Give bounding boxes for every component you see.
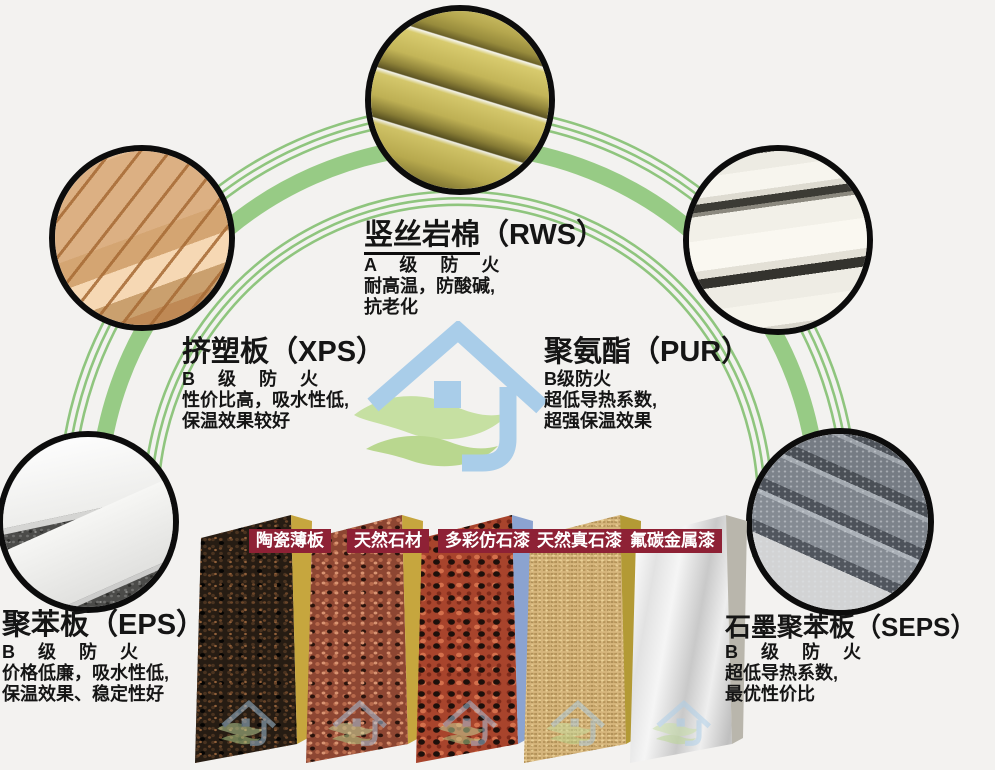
rock-wool-boards-image (371, 11, 549, 189)
panel-label-natural-stone: 天然石材 (347, 529, 429, 553)
material-fire-rating: A 级 防 火 (364, 254, 509, 275)
panel-insulation-edge (291, 515, 312, 744)
material-block-pur: 聚氨酯（PUR） B级防火 超低导热系数, 超强保温效果 (544, 336, 751, 432)
pur-board-photo-circle (683, 145, 873, 335)
eco-house-watermark-icon (436, 700, 498, 749)
material-fire-rating: B级防火 (544, 368, 611, 389)
rock-wool-photo-circle (365, 5, 555, 195)
material-block-seps: 石墨聚苯板（SEPS） B 级 防 火 超低导热系数, 最优性价比 (725, 613, 976, 705)
finish-panel-fluorocarbon-metal-paint (628, 508, 750, 770)
material-title-suffix: （SEPS） (855, 612, 977, 642)
material-title-main: 竖丝岩棉 (364, 219, 481, 255)
material-title-main: 聚苯板 (2, 609, 90, 641)
material-title-main: 聚氨酯 (544, 336, 632, 368)
panel-label-multicolor-stone-paint: 多彩仿石漆 (438, 529, 537, 553)
finish-panel-multicolor-stone-paint (414, 508, 536, 770)
material-title: 挤塑板（XPS） (182, 336, 386, 369)
panel-face-texture (524, 515, 626, 763)
panel-insulation-edge (726, 515, 747, 744)
panel-label-ceramic-board: 陶瓷薄板 (249, 529, 331, 553)
finish-panel-natural-stone (304, 508, 426, 770)
xps-board-image (55, 151, 229, 325)
material-fire-rating: B 级 防 火 (2, 641, 148, 662)
material-fire-rating: B 级 防 火 (182, 368, 328, 389)
material-feature-line: 耐高温，防酸碱, (364, 275, 496, 296)
material-feature-line: 抗老化 (364, 296, 418, 317)
material-title-suffix: （XPS） (269, 336, 386, 368)
material-title: 聚苯板（EPS） (2, 609, 206, 642)
material-feature-line: 保温效果较好 (182, 410, 290, 431)
panel-face-texture (306, 515, 408, 763)
material-feature-line: 超强保温效果 (544, 410, 652, 431)
panel-face-texture (630, 515, 732, 763)
panel-insulation-edge (402, 515, 423, 744)
material-block-rws: 竖丝岩棉（RWS） A 级 防 火 耐高温，防酸碱, 抗老化 (364, 219, 606, 318)
seps-boards-image (752, 434, 928, 610)
material-title: 聚氨酯（PUR） (544, 336, 751, 369)
material-title-suffix: （RWS） (480, 219, 606, 251)
material-title-suffix: （EPS） (89, 609, 206, 641)
material-title-main: 石墨聚苯板 (725, 612, 856, 642)
material-block-xps: 挤塑板（XPS） B 级 防 火 性价比高，吸水性低, 保温效果较好 (182, 336, 386, 432)
panel-face-texture (195, 515, 297, 763)
material-block-eps: 聚苯板（EPS） B 级 防 火 价格低廉，吸水性低, 保温效果、稳定性好 (2, 609, 206, 705)
finish-panel-real-stone-paint (522, 508, 644, 770)
material-fire-rating: B 级 防 火 (725, 641, 871, 662)
material-title: 竖丝岩棉（RWS） (364, 219, 606, 255)
material-feature-line: 最优性价比 (725, 683, 815, 704)
material-feature-line: 超低导热系数, (725, 662, 839, 683)
finish-panel-ceramic-board (193, 508, 315, 770)
material-feature-line: 超低导热系数, (544, 389, 658, 410)
material-feature-line: 保温效果、稳定性好 (2, 683, 164, 704)
material-title-main: 挤塑板 (182, 336, 270, 368)
xps-board-photo-circle (49, 145, 235, 331)
material-feature-line: 性价比高，吸水性低, (182, 389, 350, 410)
eco-house-watermark-icon (215, 700, 277, 749)
panel-face-texture (416, 515, 518, 763)
material-title-suffix: （PUR） (631, 336, 751, 368)
material-feature-line: 价格低廉，吸水性低, (2, 662, 170, 683)
seps-board-photo-circle (746, 428, 934, 616)
eco-house-watermark-icon (544, 700, 606, 749)
panel-label-fluorocarbon-metal-paint: 氟碳金属漆 (623, 529, 722, 553)
eps-board-photo-circle (0, 431, 179, 613)
eco-house-watermark-icon (326, 700, 388, 749)
pur-boards-image (689, 151, 867, 329)
eco-house-watermark-icon (650, 700, 712, 749)
material-title: 石墨聚苯板（SEPS） (725, 613, 976, 642)
panel-label-real-stone-paint: 天然真石漆 (530, 529, 629, 553)
